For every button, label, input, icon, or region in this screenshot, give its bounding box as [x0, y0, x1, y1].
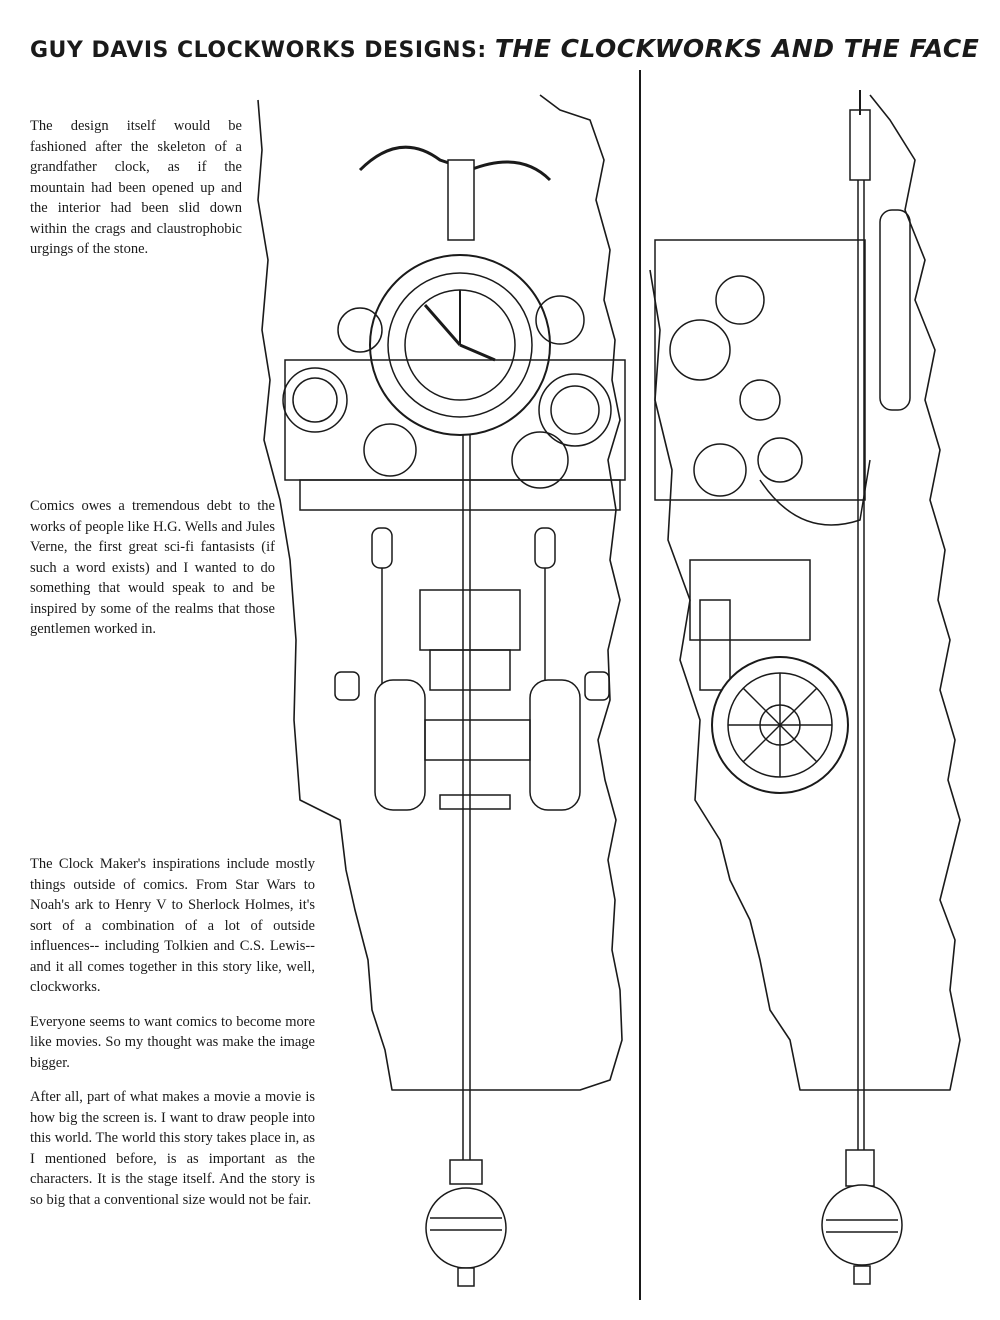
title-emphasis: THE CLOCKWORKS AND THE FACE	[494, 34, 980, 63]
title-lead: GUY DAVIS CLOCKWORKS DESIGNS:	[30, 38, 495, 63]
right-clock	[654, 90, 911, 1285]
clock-face	[369, 254, 551, 436]
right-rock-outline	[649, 94, 961, 1091]
paragraph: After all, part of what makes a movie a …	[30, 1089, 315, 1208]
paragraph: Comics owes a tremendous debt to the wor…	[30, 498, 275, 637]
text-block-design: The design itself would be fashioned aft…	[30, 116, 242, 274]
pendulum-bob	[821, 1184, 903, 1266]
text-block-inspirations: The Clock Maker's inspirations include m…	[30, 854, 315, 1224]
page-title: GUY DAVIS CLOCKWORKS DESIGNS: THE CLOCKW…	[30, 34, 979, 74]
side-wheel	[711, 656, 849, 794]
paragraph: Everyone seems to want comics to become …	[30, 1013, 315, 1071]
text-block-influences: Comics owes a tremendous debt to the wor…	[30, 496, 275, 654]
left-wheel	[374, 679, 426, 811]
left-clock	[282, 145, 626, 1287]
right-wheel	[529, 679, 581, 811]
pendulum-bob	[425, 1187, 507, 1269]
paragraph: The design itself would be fashioned aft…	[30, 118, 242, 257]
paragraph: The Clock Maker's inspirations include m…	[30, 856, 315, 995]
